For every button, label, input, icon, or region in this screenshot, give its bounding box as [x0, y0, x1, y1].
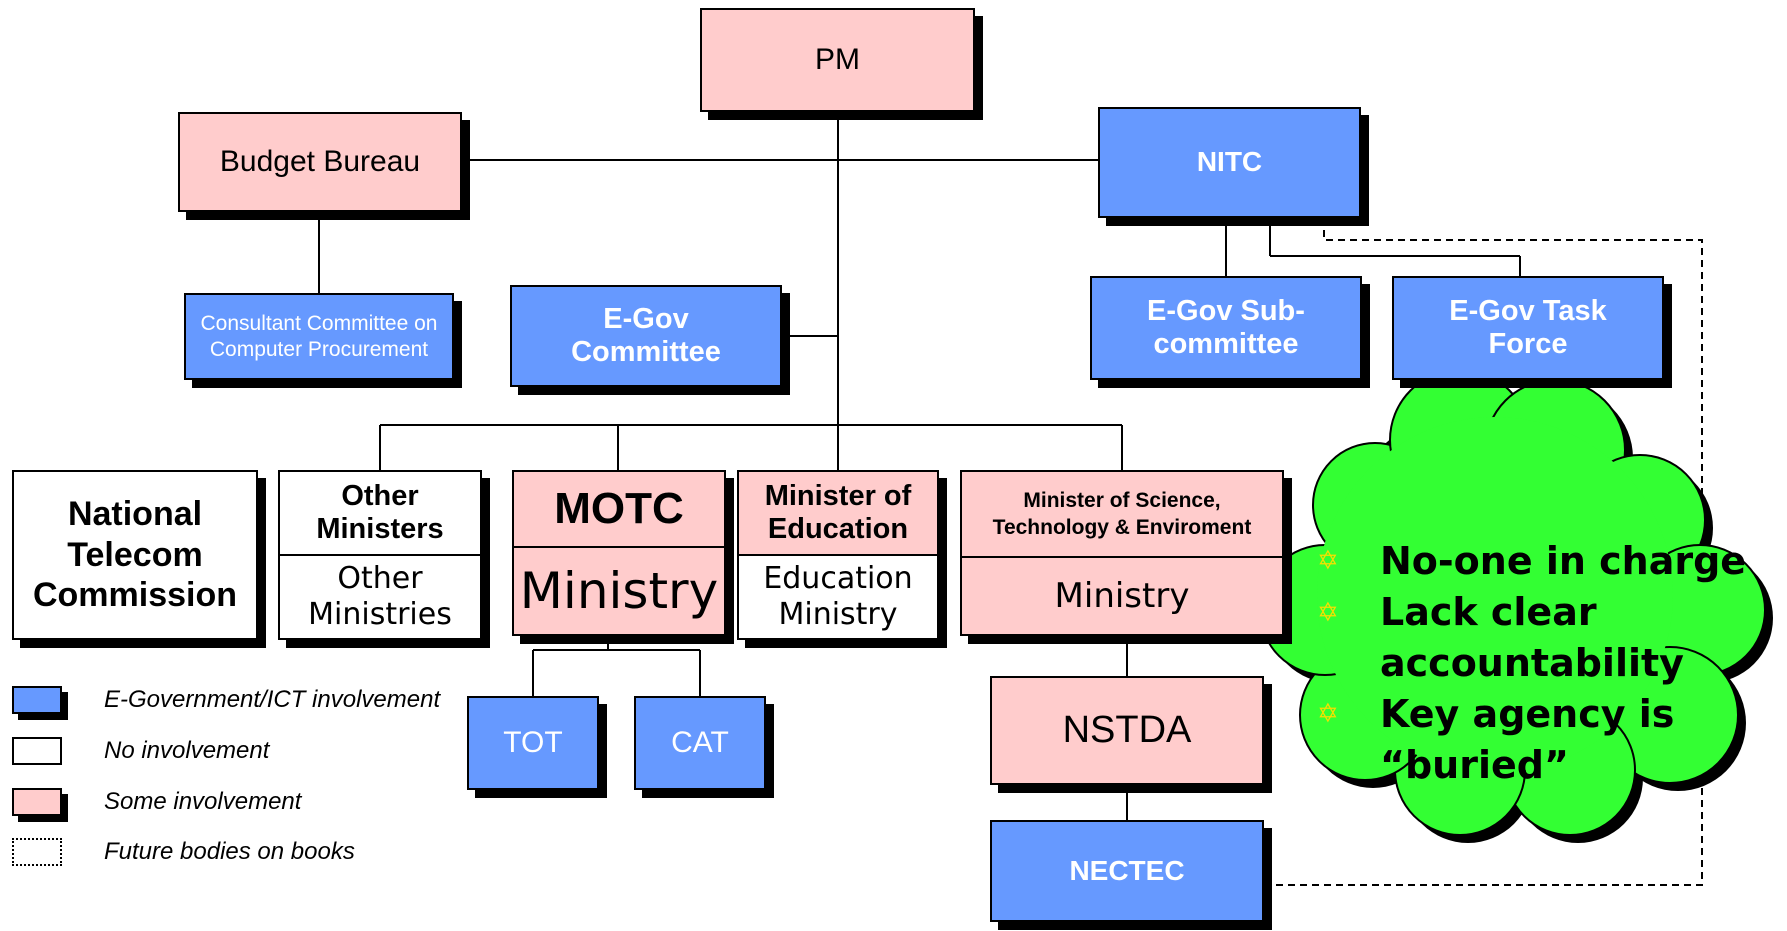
education-ministry-label: Education Ministry — [763, 561, 913, 632]
motc-title: MOTC — [514, 472, 724, 548]
national-telecom-label: National Telecom Commission — [32, 494, 238, 615]
callout-point: Key agency is “buried” — [1380, 692, 1675, 787]
legend-item-some: Some involvement — [12, 788, 301, 816]
consultant-committee-box: Consultant Committee on Computer Procure… — [184, 293, 454, 380]
legend-swatch-pink — [12, 788, 62, 816]
legend-swatch-dotted — [12, 838, 62, 866]
egov-task-force-label: E-Gov Task Force — [1449, 294, 1607, 360]
other-ministers-title: Other Ministers — [280, 472, 480, 556]
star-of-david-icon: ✡ — [1317, 545, 1339, 575]
egov-committee-label: E-Gov Committee — [571, 302, 721, 368]
nitc-label: NITC — [1196, 146, 1263, 178]
science-ministry-label: Ministry — [1054, 576, 1190, 616]
nitc-box: NITC — [1098, 107, 1361, 218]
egov-subcommittee-label: E-Gov Sub-committee — [1147, 294, 1305, 360]
motc-ministry-label: Ministry — [519, 562, 719, 620]
budget-bureau-label: Budget Bureau — [219, 144, 421, 178]
egov-subcommittee-box: E-Gov Sub-committee — [1090, 276, 1362, 380]
nectec-label: NECTEC — [1069, 854, 1185, 886]
science-minister-title: Minister of Science, Technology & Enviro… — [962, 472, 1282, 558]
legend-swatch-blue — [12, 686, 62, 714]
callout-cloud — [1259, 369, 1773, 843]
other-ministers-box: Other Ministers Other Ministries — [278, 470, 482, 640]
pm-label: PM — [815, 42, 860, 76]
education-box: Minister of Education Education Ministry — [737, 470, 939, 640]
callout-text: No-one in charge Lack clear accountabili… — [1380, 536, 1746, 791]
budget-bureau-box: Budget Bureau — [178, 112, 462, 212]
tot-box: TOT — [467, 696, 599, 790]
legend-label: Future bodies on books — [104, 838, 355, 865]
legend-label: Some involvement — [104, 788, 302, 815]
nstda-label: NSTDA — [1062, 709, 1192, 751]
legend-item-future: Future bodies on books — [12, 838, 355, 866]
motc-box: MOTC Ministry — [512, 470, 726, 636]
education-minister-title: Minister of Education — [739, 472, 937, 556]
consultant-committee-label: Consultant Committee on Computer Procure… — [200, 312, 438, 361]
cat-label: CAT — [671, 725, 729, 759]
egov-committee-box: E-Gov Committee — [510, 285, 782, 387]
national-telecom-box: National Telecom Commission — [12, 470, 258, 640]
star-of-david-icon: ✡ — [1317, 698, 1339, 728]
legend-item-egov: E-Government/ICT involvement — [12, 686, 440, 714]
legend-label: E-Government/ICT involvement — [104, 686, 441, 713]
cat-box: CAT — [634, 696, 766, 790]
legend-label: No involvement — [104, 737, 270, 764]
legend-item-none: No involvement — [12, 737, 269, 765]
nectec-box: NECTEC — [990, 820, 1264, 922]
legend-swatch-white — [12, 737, 62, 765]
science-box: Minister of Science, Technology & Enviro… — [960, 470, 1284, 636]
future-link — [1264, 218, 1703, 886]
nstda-box: NSTDA — [990, 676, 1264, 785]
callout-point: Lack clear accountability — [1380, 590, 1684, 685]
other-ministries-label: Other Ministries — [308, 561, 452, 632]
callout-point: No-one in charge — [1380, 539, 1747, 583]
tot-label: TOT — [503, 725, 563, 759]
pm-box: PM — [700, 8, 975, 112]
egov-task-force-box: E-Gov Task Force — [1392, 276, 1664, 380]
star-of-david-icon: ✡ — [1317, 597, 1339, 627]
